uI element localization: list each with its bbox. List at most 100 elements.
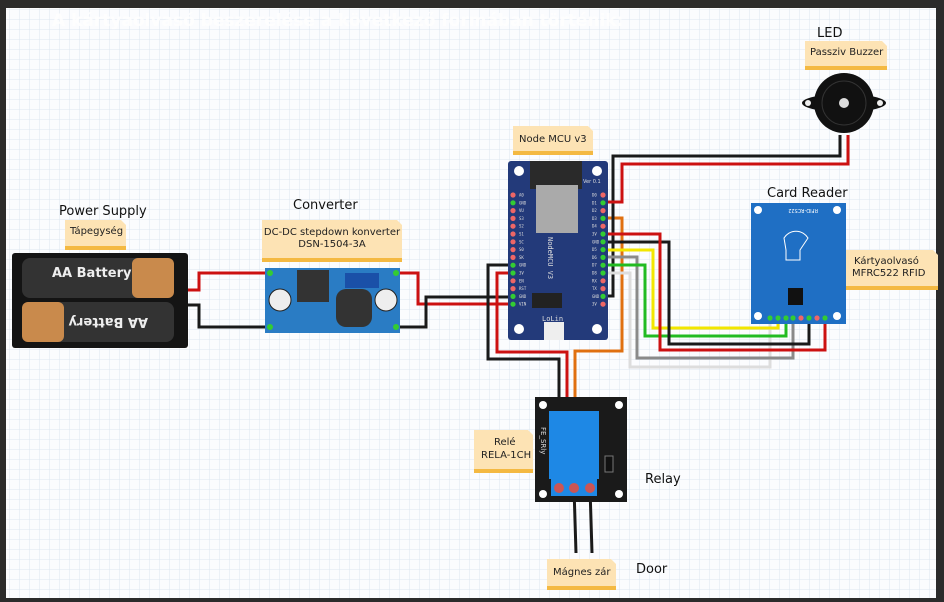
mcu-pin-3v [510, 270, 516, 276]
wire-battery-black [188, 303, 271, 329]
battery-2-text: AA Battery [68, 314, 148, 329]
mcu-pin-s0 [510, 247, 516, 253]
mcu-pin-label: RST [519, 286, 527, 291]
mcu-pin-3v [600, 301, 606, 307]
svg-text:Kártyaolvasó: Kártyaolvasó [854, 255, 919, 267]
mcu-pin-label: GND [519, 294, 527, 299]
mcu-pin-label: D8 [592, 271, 597, 276]
relay-board-text: FE_SRly [539, 427, 547, 454]
mcu-pin-label: 3V [592, 232, 597, 237]
mcu-pin-label: S1 [519, 232, 524, 237]
svg-text:Passziv Buzzer: Passziv Buzzer [810, 47, 884, 58]
mcu-pin-label: A0 [519, 193, 524, 198]
rfid-pin [822, 315, 828, 321]
mcu-pin-label: 3V [519, 271, 524, 276]
mcu-pin-label: GND [519, 263, 527, 268]
mcu-pin-label: D6 [592, 255, 597, 260]
rfid-pin [798, 315, 804, 321]
mcu-pin-label: D2 [592, 208, 597, 213]
mcu-pin-label: GND [592, 294, 600, 299]
mcu-pin-gnd [600, 239, 606, 245]
mcu-pin-d2 [600, 208, 606, 214]
wire-relay-signal [573, 216, 624, 404]
mcu-pin-s3 [510, 215, 516, 221]
wire-buzzer-signal [603, 135, 850, 204]
mcu-pin-vu [510, 208, 516, 214]
mcu-pin-tx [600, 286, 606, 292]
rfid-pin [806, 315, 812, 321]
svg-text:Relé: Relé [494, 436, 516, 448]
wire-relay-vcc [495, 271, 569, 404]
wires [188, 135, 850, 554]
svg-text:Tápegység: Tápegység [69, 225, 123, 237]
note-tapegyseg: Tápegység [65, 220, 126, 250]
power-supply-label: Power Supply [59, 204, 147, 219]
mcu-pin-s1 [510, 231, 516, 237]
note-converter: DC-DC stepdown konverter DSN-1504-3A [262, 220, 402, 262]
mcu-pin-label: D7 [592, 263, 597, 268]
mcu-pin-label: VU [519, 208, 524, 213]
mcu-pin-vin [510, 301, 516, 307]
mcu-pin-label: S3 [519, 216, 524, 221]
mcu-pin-gnd [510, 262, 516, 268]
svg-text:MFRC522 RFID: MFRC522 RFID [852, 268, 926, 279]
mcu-pin-label: 3V [592, 302, 597, 307]
converter-label: Converter [293, 198, 358, 213]
svg-text:RELA-1CH: RELA-1CH [481, 450, 531, 461]
note-node-mcu: Node MCU v3 [513, 126, 593, 155]
mcu-board-text: NodeMCU V3 [546, 237, 554, 279]
svg-text:Mágnes zár: Mágnes zár [553, 566, 611, 578]
mcu-pin-label: EN [519, 278, 524, 283]
wire-reader-d7 [603, 263, 788, 338]
mcu-pin-sk [510, 254, 516, 260]
note-buzzer: Passziv Buzzer [805, 41, 887, 70]
wire-gnd-black [396, 295, 513, 329]
mcu-version: Ver 0.1 [583, 179, 601, 185]
mcu-pin-label: SK [519, 255, 524, 260]
mcu-pin-rx [600, 278, 606, 284]
relay-label: Relay [645, 472, 681, 487]
rfid-pins [767, 315, 828, 321]
wire-buzzer-gnd [603, 135, 842, 298]
mcu-pin-d3 [600, 215, 606, 221]
mcu-pin-d6 [600, 254, 606, 260]
mcu-pin-label: D0 [592, 193, 597, 198]
mcu-brand: LoLin [542, 315, 563, 323]
wire-reader-gnd [603, 240, 811, 346]
battery-1-text: AA Battery [52, 266, 132, 281]
mcu-pin-label: D1 [592, 200, 597, 205]
note-card-reader: Kártyaolvasó MFRC522 RFID [846, 250, 938, 290]
mcu-pin-label: TX [592, 286, 597, 291]
mcu-pin-label: D3 [592, 216, 597, 221]
mcu-pin-sc [510, 239, 516, 245]
mcu-pin-label: GND [519, 200, 527, 205]
note-magnetic-lock: Mágnes zár [547, 559, 616, 590]
mcu-pin-3v [600, 231, 606, 237]
mcu-pin-label: S2 [519, 224, 524, 229]
relay-module: FE_SRly [535, 397, 627, 502]
svg-text:Node MCU v3: Node MCU v3 [519, 134, 587, 145]
card-reader-label: Card Reader [767, 186, 848, 201]
wire-reader-d5 [603, 248, 780, 330]
mcu-pin-en [510, 278, 516, 284]
wire-vin-red [396, 271, 513, 306]
rfid-board-text: RFID-RC522 [788, 207, 818, 213]
mcu-pin-label: SC [519, 239, 524, 244]
mcu-pin-rst [510, 286, 516, 292]
mcu-pin-d1 [600, 200, 606, 206]
mcu-pin-d0 [600, 192, 606, 198]
svg-text:DSN-1504-3A: DSN-1504-3A [298, 239, 366, 250]
mcu-pin-a0 [510, 192, 516, 198]
rfid-pin [767, 315, 773, 321]
mcu-pin-gnd [510, 200, 516, 206]
rfid-rc522-board: RFID-RC522 [751, 203, 846, 324]
rfid-pin [775, 315, 781, 321]
mcu-pin-label: D4 [592, 224, 597, 229]
buzzer-label: LED [817, 26, 842, 41]
mcu-pin-gnd [510, 293, 516, 299]
mcu-pin-d8 [600, 270, 606, 276]
wire-relay-gnd [486, 263, 561, 404]
